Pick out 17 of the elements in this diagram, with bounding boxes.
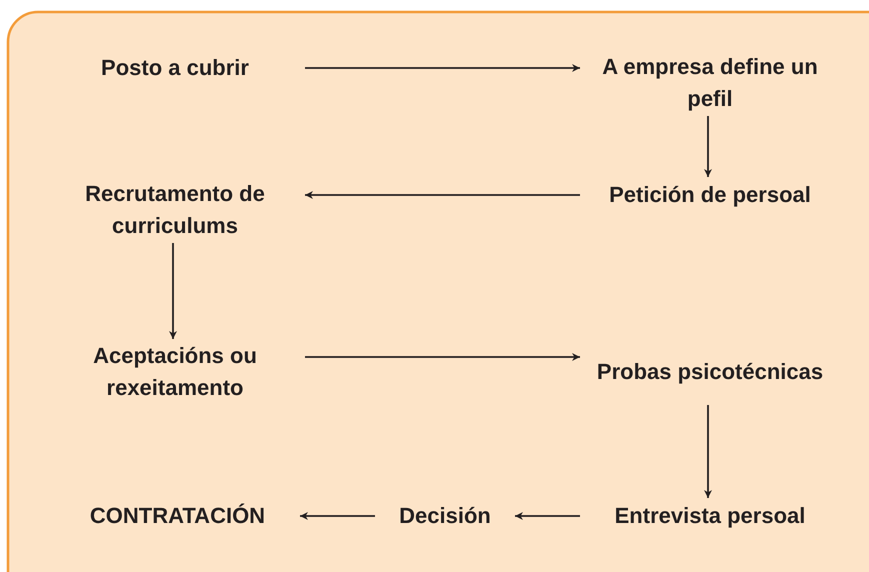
step-label: Posto a cubrir (101, 54, 249, 82)
arrow (305, 353, 580, 361)
step-label: Petición de persoal (609, 181, 811, 209)
arrow (305, 191, 580, 199)
step-label: Decisión (399, 502, 491, 530)
step-label: Recrutamento de curriculums (84, 180, 266, 240)
arrow (305, 64, 580, 72)
step-label: Aceptacións ou rexeitamento (92, 342, 258, 402)
arrow (169, 243, 177, 339)
arrow (515, 512, 580, 520)
arrow (300, 512, 375, 520)
arrow (704, 116, 712, 177)
step-label: Entrevista persoal (614, 502, 806, 530)
arrow (704, 405, 712, 498)
step-label: Probas psicotécnicas (596, 358, 824, 386)
step-label: A empresa define un pefil (601, 53, 819, 113)
step-label: CONTRATACIÓN (90, 502, 266, 530)
